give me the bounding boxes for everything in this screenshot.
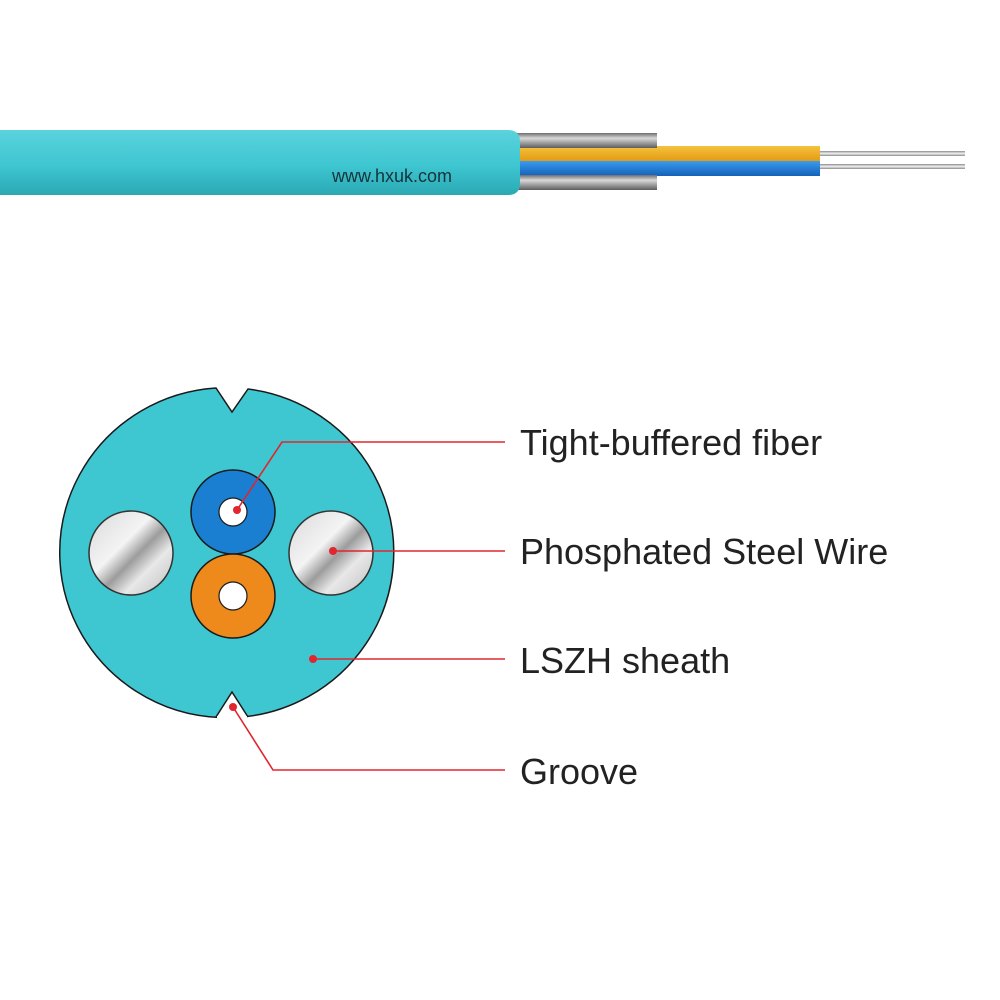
cable-side-view: www.hxuk.com <box>0 130 965 195</box>
steel-wire-bottom <box>505 175 657 190</box>
dot-fiber <box>233 506 241 514</box>
label-tight-buffered-fiber: Tight-buffered fiber <box>520 422 822 463</box>
dot-groove <box>229 703 237 711</box>
label-groove: Groove <box>520 751 638 792</box>
dot-sheath <box>309 655 317 663</box>
leader-fiber <box>236 441 505 511</box>
dot-steel <box>329 547 337 555</box>
labels: Tight-buffered fiber Phosphated Steel Wi… <box>520 422 888 792</box>
cable-jacket <box>0 130 520 195</box>
leader-lines <box>232 441 505 771</box>
cross-section <box>59 387 395 722</box>
label-phosphated-steel-wire: Phosphated Steel Wire <box>520 531 888 572</box>
leader-groove <box>232 706 505 771</box>
bare-fiber-bottom <box>815 164 965 169</box>
orange-buffer-core <box>218 581 248 611</box>
bare-fiber-top <box>815 151 965 156</box>
blue-buffer <box>505 161 820 176</box>
steel-wire-top <box>505 133 657 148</box>
label-lszh-sheath: LSZH sheath <box>520 640 730 681</box>
yellow-buffer <box>505 146 820 161</box>
cable-print-text: www.hxuk.com <box>331 166 452 186</box>
steel-wire-left <box>88 510 174 596</box>
leader-dots <box>229 506 337 711</box>
